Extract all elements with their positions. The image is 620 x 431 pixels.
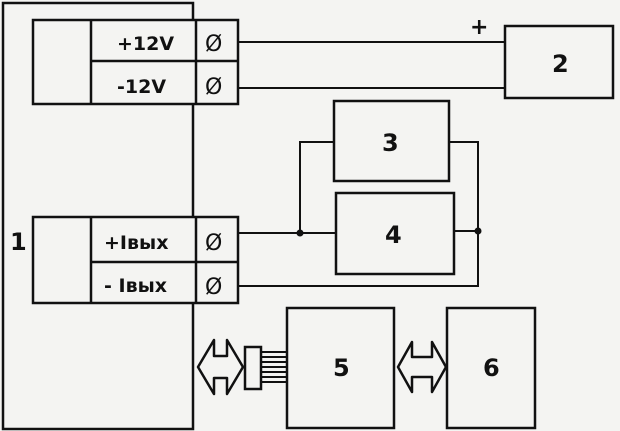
terminal-minus-12v-label: -12V bbox=[117, 76, 166, 98]
bidirectional-arrow-icon bbox=[396, 340, 448, 394]
terminal-screw-icon: Ø bbox=[205, 231, 222, 256]
block-6 bbox=[445, 306, 537, 430]
block-4-label: 4 bbox=[385, 221, 402, 249]
power-terminal-block bbox=[31, 18, 240, 106]
block-1-label: 1 bbox=[10, 228, 27, 256]
output-wiring bbox=[238, 141, 479, 287]
terminal-screw-icon: Ø bbox=[205, 275, 222, 300]
polarity-plus-mark: + bbox=[470, 15, 488, 40]
block-6-label: 6 bbox=[483, 354, 500, 382]
block-5-label: 5 bbox=[333, 354, 350, 382]
terminal-plus-out-label: +Iвых bbox=[104, 232, 168, 254]
terminal-screw-icon: Ø bbox=[205, 75, 222, 100]
terminal-plus-12v-label: +12V bbox=[117, 33, 174, 55]
block-2 bbox=[503, 24, 615, 100]
output-terminal-block bbox=[31, 215, 240, 305]
bidirectional-arrow-icon bbox=[196, 338, 245, 396]
terminal-screw-icon: Ø bbox=[205, 32, 222, 57]
block-2-label: 2 bbox=[552, 50, 569, 78]
junction-dot bbox=[474, 227, 482, 235]
terminal-minus-out-label: - Iвых bbox=[104, 275, 167, 297]
block-3-label: 3 bbox=[382, 129, 399, 157]
junction-dot bbox=[296, 229, 304, 237]
ribbon-connector-icon bbox=[243, 345, 287, 391]
